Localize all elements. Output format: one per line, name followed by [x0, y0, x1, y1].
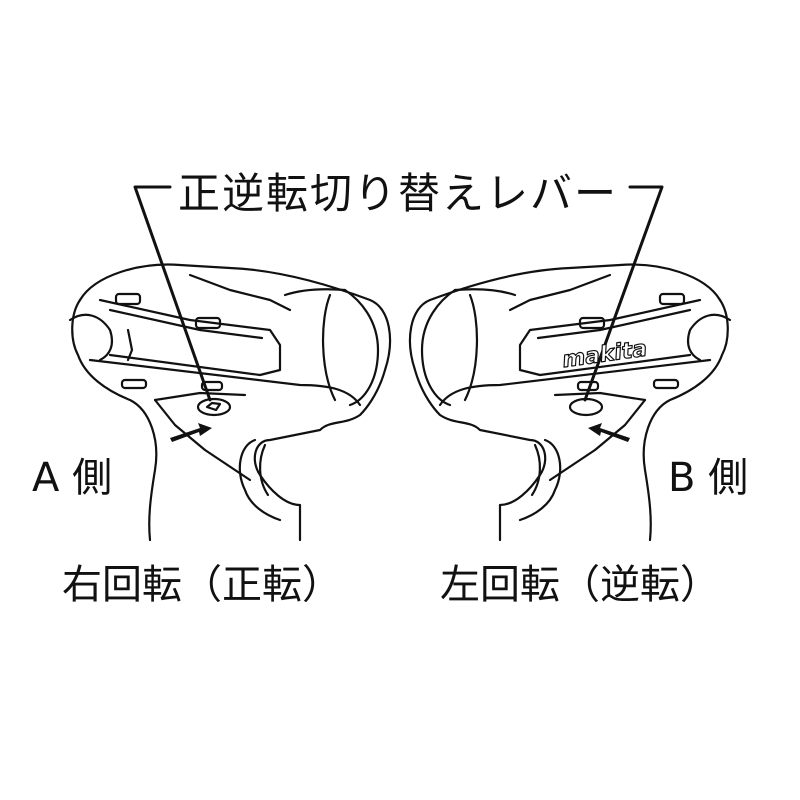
- tool-left-a-side: [68, 263, 392, 542]
- side-a-label: A 側: [32, 455, 113, 501]
- side-b-label: B 側: [668, 455, 749, 501]
- arrow-b-icon: [588, 423, 630, 442]
- diagram-title: 正逆転切り替えレバー: [178, 169, 619, 218]
- makita-logo: makita: [561, 337, 649, 374]
- arrow-a-icon: [170, 423, 212, 442]
- tool-right-b-side: [408, 263, 732, 542]
- caption-b-reverse: 左回転（逆転）: [440, 562, 720, 608]
- leader-lines: [133, 185, 664, 402]
- caption-a-forward: 右回転（正転）: [62, 562, 342, 608]
